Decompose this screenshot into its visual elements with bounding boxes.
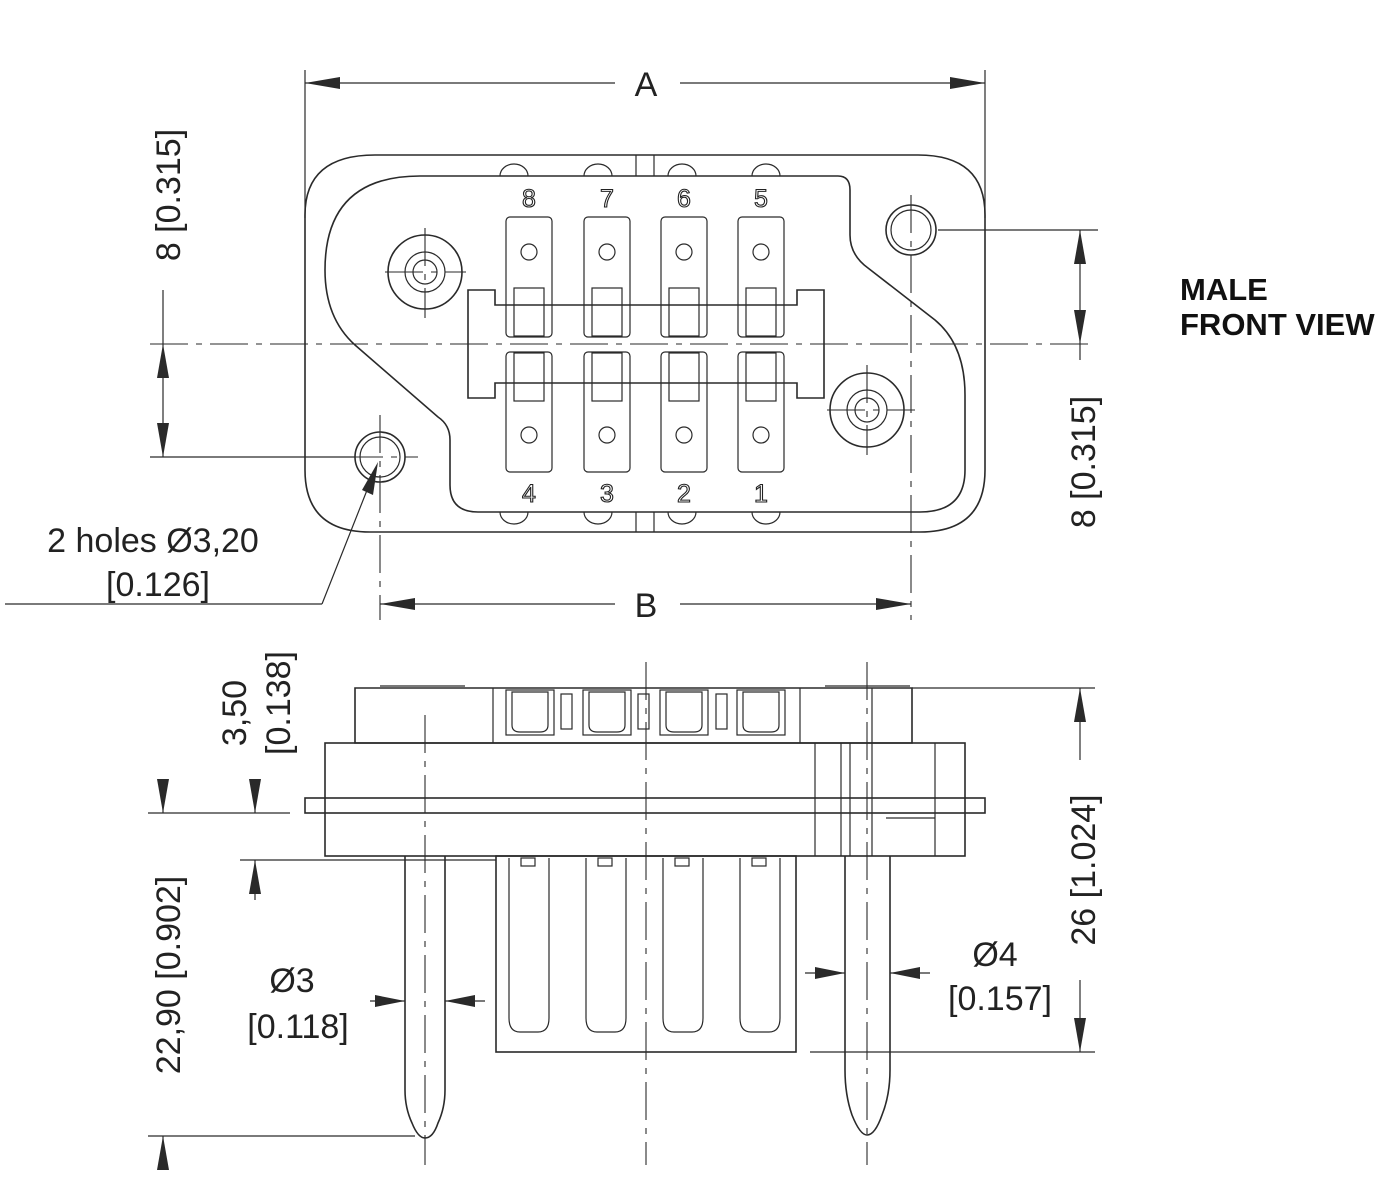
dimension-top-offset: 8 [0.315] <box>150 129 188 457</box>
front-contacts <box>508 857 781 1033</box>
rear-body-outline <box>354 687 913 744</box>
large-pin-label-line1: Ø4 <box>972 936 1017 974</box>
side-center-lines <box>424 662 868 1165</box>
inner-shell-outline <box>324 175 966 513</box>
flange-thickness-label-line1: 3,50 <box>216 680 254 746</box>
small-pin-label-line2: [0.118] <box>247 1008 348 1046</box>
dimension-pin-length: 22,90 [0.902] <box>150 779 188 1170</box>
pin-label-6: 6 <box>677 185 691 213</box>
dimension-b: B <box>380 587 911 625</box>
pin-length-label: 22,90 [0.902] <box>150 876 188 1075</box>
large-guide-pin <box>844 856 891 1136</box>
view-label-line1: MALE <box>1180 272 1268 307</box>
front-center-lines <box>150 195 1095 620</box>
pin-label-5: 5 <box>754 185 768 213</box>
pin-label-7: 7 <box>600 185 614 213</box>
dimension-bottom-offset: 8 [0.315] <box>1065 230 1103 528</box>
dimension-large-pin-diameter: Ø4 [0.157] <box>805 936 1052 1018</box>
pin-label-3: 3 <box>600 480 614 508</box>
pin-label-2: 2 <box>677 480 691 508</box>
side-extension-lines <box>148 687 1095 1137</box>
large-pin-label-line2: [0.157] <box>948 980 1052 1018</box>
dimension-b-label: B <box>635 587 658 625</box>
small-pin-label-line1: Ø3 <box>269 962 314 1000</box>
front-view: 8 7 6 5 4 3 2 1 <box>5 66 1103 625</box>
dimension-bottom-offset-label: 8 [0.315] <box>1065 396 1103 528</box>
dimension-a-label: A <box>635 66 658 104</box>
shell-bumps <box>499 155 781 532</box>
dimension-top-offset-label: 8 [0.315] <box>150 129 188 261</box>
main-body-outline <box>324 742 966 857</box>
side-view: 3,50 [0.138] 22,90 [0.902] 26 [1.024] Ø3 <box>148 651 1103 1170</box>
overall-height-label: 26 [1.024] <box>1065 794 1103 945</box>
contact-carrier-bar <box>467 289 825 399</box>
contact-cavities <box>505 216 785 473</box>
pin-label-4: 4 <box>522 480 536 508</box>
dimension-overall-height: 26 [1.024] <box>1065 688 1103 1052</box>
dimension-flange-thickness: 3,50 [0.138] <box>216 651 298 900</box>
view-label-line2: FRONT VIEW <box>1180 307 1375 342</box>
rear-contacts <box>505 689 786 736</box>
outer-flange-outline <box>304 154 986 533</box>
flange-thickness-label-line2: [0.138] <box>260 651 298 755</box>
holes-leader: 2 holes Ø3,20 [0.126] <box>5 462 378 605</box>
holes-callout-line1: 2 holes Ø3,20 <box>47 522 259 560</box>
dimension-a: A <box>305 66 985 104</box>
pin-label-1: 1 <box>754 480 768 508</box>
pin-number-labels: 8 7 6 5 4 3 2 1 <box>521 184 768 508</box>
flange-plate <box>304 797 986 814</box>
front-extension-lines <box>150 70 1098 458</box>
pin-label-8: 8 <box>522 185 536 213</box>
dimension-small-pin-diameter: Ø3 [0.118] <box>247 962 485 1046</box>
holes-callout-line2: [0.126] <box>106 566 210 604</box>
